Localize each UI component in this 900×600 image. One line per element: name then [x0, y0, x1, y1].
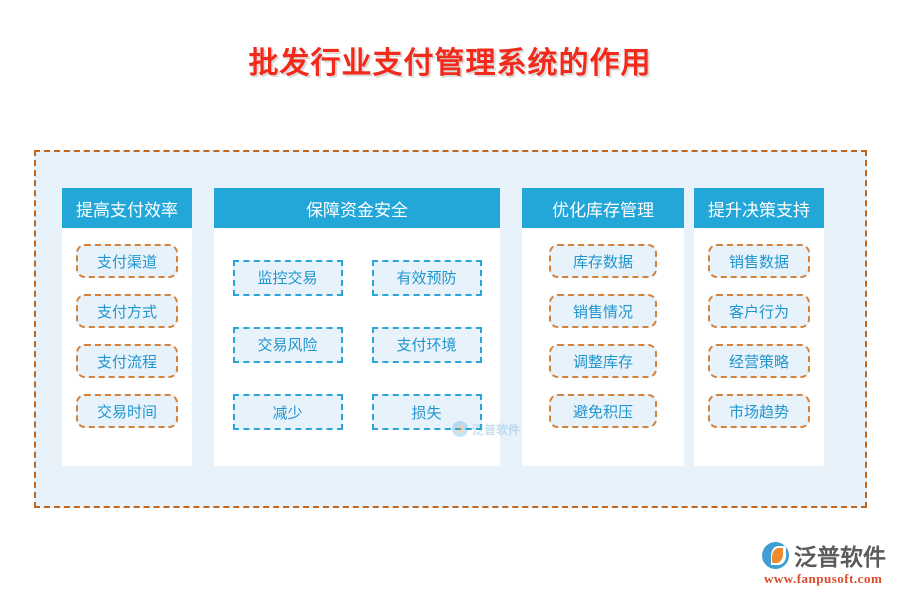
fanpu-logo-icon: [762, 541, 789, 569]
column-body-2: 监控交易 有效预防 交易风险 支付环境 减少 损失: [214, 228, 500, 466]
chip-item[interactable]: 支付环境: [371, 326, 482, 363]
item-list-1: 支付渠道 支付方式 支付流程 交易时间: [62, 244, 192, 456]
page-title: 批发行业支付管理系统的作用: [248, 47, 652, 80]
column-header-1: 提高支付效率: [62, 188, 192, 228]
column-body-1: 支付渠道 支付方式 支付流程 交易时间: [62, 228, 192, 466]
chip-item[interactable]: 库存数据: [549, 244, 657, 278]
chip-item[interactable]: 损失: [371, 394, 482, 431]
column-secure-funds: 保障资金安全 监控交易 有效预防 交易风险 支付环境 减少 损失: [214, 188, 500, 466]
chip-item[interactable]: 经营策略: [708, 344, 810, 378]
chip-item[interactable]: 客户行为: [708, 294, 810, 328]
chip-item[interactable]: 销售情况: [549, 294, 657, 328]
column-optimize-inventory: 优化库存管理 库存数据 销售情况 调整库存 避免积压: [522, 188, 684, 466]
item-list-4: 销售数据 客户行为 经营策略 市场趋势: [694, 244, 824, 456]
item-list-3: 库存数据 销售情况 调整库存 避免积压: [522, 244, 684, 456]
brand-name: 泛普软件: [794, 544, 886, 570]
column-enhance-decision-support: 提升决策支持 销售数据 客户行为 经营策略 市场趋势: [694, 188, 824, 466]
item-grid-2: 监控交易 有效预防 交易风险 支付环境 减少 损失: [214, 244, 500, 456]
brand-row: 泛普软件: [762, 540, 890, 570]
brand-logo: 泛普软件 www.fanpusoft.com: [762, 540, 890, 588]
chip-item[interactable]: 调整库存: [549, 344, 657, 378]
columns-container: 提高支付效率 支付渠道 支付方式 支付流程 交易时间 保障资金安全 监控交易 有…: [62, 188, 832, 466]
column-header-4: 提升决策支持: [694, 188, 824, 228]
chip-item[interactable]: 交易风险: [232, 326, 343, 363]
column-body-4: 销售数据 客户行为 经营策略 市场趋势: [694, 228, 824, 466]
brand-url: www.fanpusoft.com: [764, 571, 883, 586]
chip-item[interactable]: 避免积压: [549, 394, 657, 428]
chip-item[interactable]: 监控交易: [232, 259, 343, 296]
chip-item[interactable]: 销售数据: [708, 244, 810, 278]
chip-item[interactable]: 市场趋势: [708, 394, 810, 428]
chip-item[interactable]: 支付渠道: [76, 244, 178, 278]
column-header-3: 优化库存管理: [522, 188, 684, 228]
chip-item[interactable]: 支付方式: [76, 294, 178, 328]
chip-item[interactable]: 减少: [232, 394, 343, 431]
chip-item[interactable]: 交易时间: [76, 394, 178, 428]
column-improve-payment-efficiency: 提高支付效率 支付渠道 支付方式 支付流程 交易时间: [62, 188, 192, 466]
column-body-3: 库存数据 销售情况 调整库存 避免积压: [522, 228, 684, 466]
chip-item[interactable]: 支付流程: [76, 344, 178, 378]
chip-item[interactable]: 有效预防: [371, 259, 482, 296]
column-header-2: 保障资金安全: [214, 188, 500, 228]
